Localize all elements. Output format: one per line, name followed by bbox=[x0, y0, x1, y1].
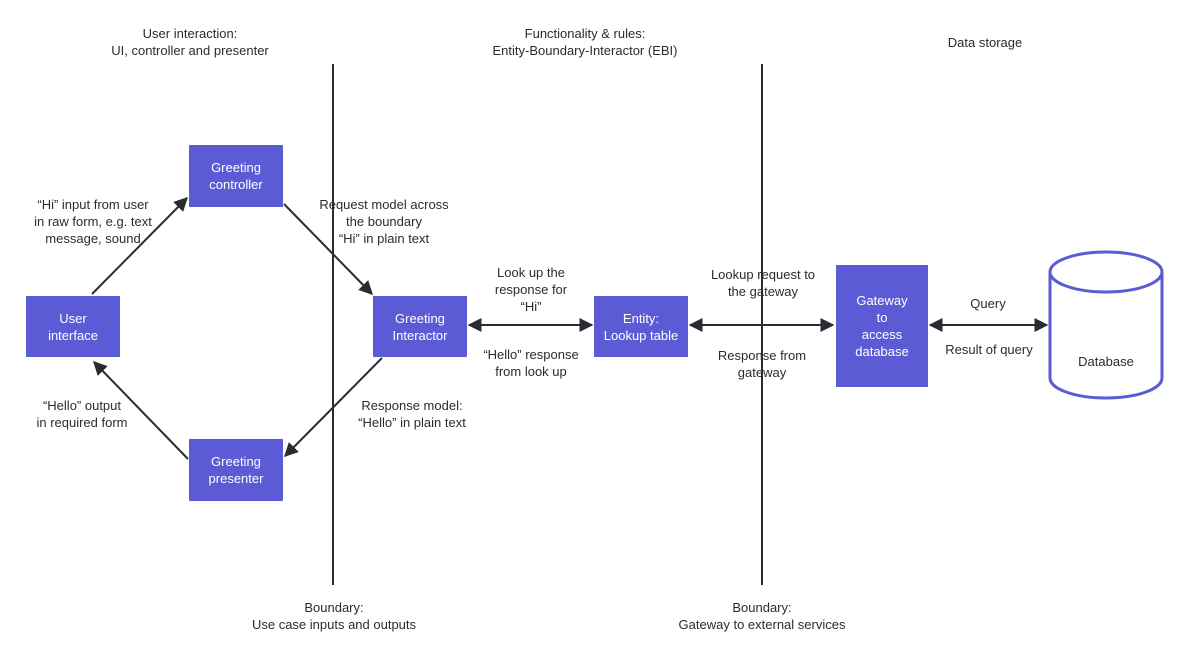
label-hello-response: “Hello” response from look up bbox=[483, 347, 579, 379]
database-cylinder-icon bbox=[1048, 250, 1164, 400]
greeting-interactor-box: Greeting Interactor bbox=[373, 296, 467, 357]
entity-lookup-table-box: Entity: Lookup table bbox=[594, 296, 688, 357]
label-query: Query bbox=[970, 296, 1006, 311]
heading-functionality-rules: Functionality & rules: Entity-Boundary-I… bbox=[492, 26, 678, 58]
boundary-label-use-case: Boundary: Use case inputs and outputs bbox=[251, 600, 417, 632]
arrow-ui-to-controller bbox=[91, 197, 188, 295]
arrow-presenter-to-ui bbox=[93, 360, 189, 460]
label-lookup-request: Lookup request to the gateway bbox=[710, 267, 816, 299]
database-label: Database bbox=[1078, 354, 1134, 369]
gateway-box: Gateway to access database bbox=[836, 265, 928, 387]
arrow-controller-to-interactor bbox=[283, 203, 373, 296]
label-hi-input: “Hi” input from user in raw form, e.g. t… bbox=[34, 197, 152, 246]
boundary-label-gateway: Boundary: Gateway to external services bbox=[678, 600, 846, 632]
label-lookup-hi: Look up the response for “Hi” bbox=[494, 265, 568, 314]
label-request-model: Request model across the boundary “Hi” i… bbox=[319, 197, 449, 246]
greeting-controller-box: Greeting controller bbox=[189, 145, 283, 207]
greeting-presenter-box: Greeting presenter bbox=[189, 439, 283, 501]
label-response-gateway: Response from gateway bbox=[717, 348, 807, 380]
label-result-of-query: Result of query bbox=[945, 342, 1033, 357]
arrow-interactor-to-presenter bbox=[284, 357, 383, 457]
heading-data-storage: Data storage bbox=[947, 35, 1023, 50]
label-hello-output: “Hello” output in required form bbox=[36, 398, 128, 430]
user-interface-box: User interface bbox=[26, 296, 120, 357]
heading-user-interaction: User interaction: UI, controller and pre… bbox=[111, 26, 269, 58]
label-response-model: Response model: “Hello” in plain text bbox=[358, 398, 466, 430]
